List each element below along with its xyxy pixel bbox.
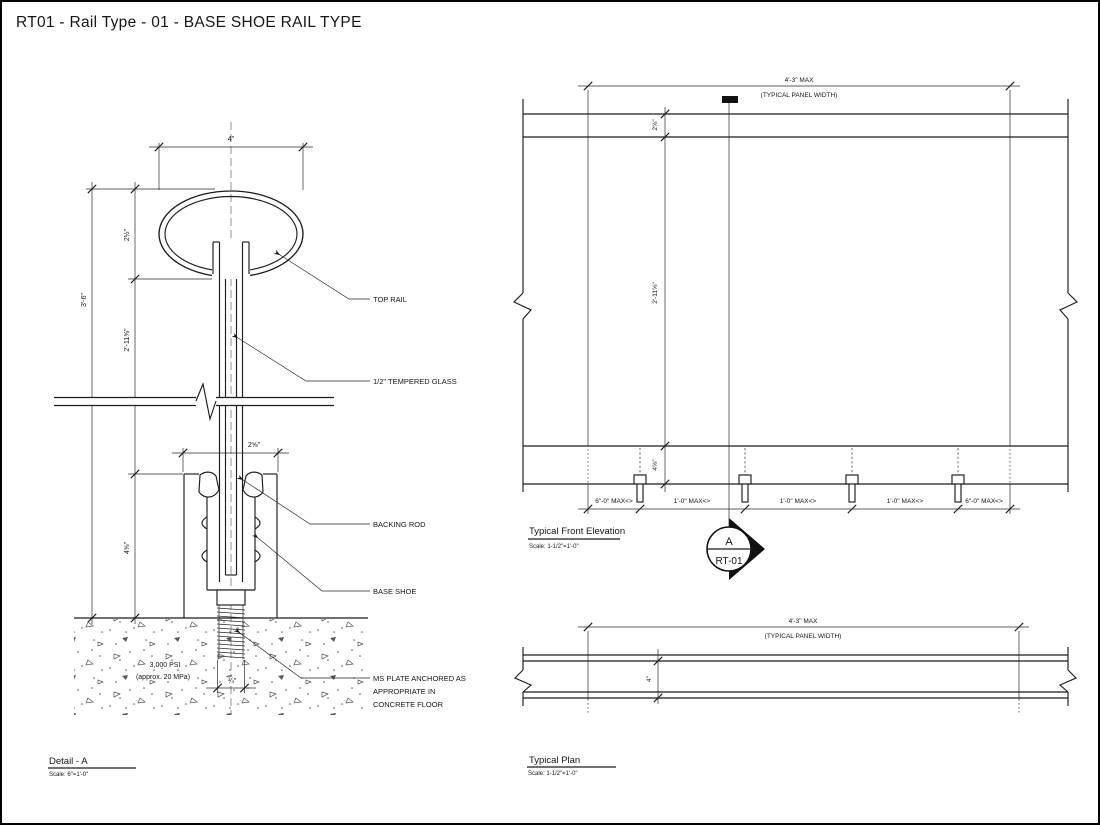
detail-leaders bbox=[231, 249, 370, 679]
elevation-scale: Scale: 1-1/2"=1'-0" bbox=[529, 544, 579, 550]
sheet-title: RT01 - Rail Type - 01 - BASE SHOE RAIL T… bbox=[16, 14, 362, 31]
callout-detail-letter: A bbox=[725, 536, 733, 548]
concrete-note-line2: (approx. 20 MPa) bbox=[136, 674, 190, 681]
shoe-rib bbox=[254, 549, 261, 563]
plan-break-lines bbox=[513, 647, 1078, 706]
label-backing-rod: BACKING ROD bbox=[373, 520, 426, 529]
label-ms-plate-3: CONCRETE FLOOR bbox=[373, 700, 444, 709]
plan-scale: Scale: 1-1/2"=1'-0" bbox=[528, 771, 578, 777]
elevation-caption: Typical Front Elevation bbox=[529, 526, 625, 537]
plan-view: 4'-3" MAX (TYPICAL PANEL WIDTH) 4" Typic… bbox=[513, 618, 1078, 777]
detail-scale: Scale: 6"=1'-0" bbox=[49, 772, 88, 778]
dim-text-rail-height: 2½" bbox=[123, 228, 131, 241]
detail-caption: Detail - A bbox=[49, 756, 88, 767]
dim-text-overall-height: 3'-6" bbox=[81, 293, 88, 307]
dim-text-rail-width: 4" bbox=[228, 136, 235, 143]
shoe-rib bbox=[201, 549, 208, 563]
concrete-hatch bbox=[74, 619, 368, 715]
elevation-height-dims: 2⅝" 2'-11⅝" 4⅝" bbox=[652, 107, 670, 492]
dim-panel-width: 4'-3" MAX (TYPICAL PANEL WIDTH) bbox=[578, 77, 1020, 99]
shoe-rib bbox=[254, 516, 261, 530]
dim-text-anchor-width: ¾" bbox=[228, 678, 237, 685]
dim-text-shoe-height: 4⅝" bbox=[124, 541, 131, 554]
label-top-rail: TOP RAIL bbox=[373, 295, 407, 304]
rail-bands bbox=[523, 113, 1068, 485]
spacing-label-4: 6"-0" MAX<> bbox=[965, 498, 1003, 505]
top-rail-section bbox=[158, 190, 304, 280]
elevation-anchor-bolts bbox=[633, 448, 965, 503]
plan-dim-panel-width: 4'-3" MAX (TYPICAL PANEL WIDTH) bbox=[578, 618, 1029, 640]
front-elevation-view: 4'-3" MAX (TYPICAL PANEL WIDTH) 2⅝" 2'-1… bbox=[513, 77, 1078, 580]
dim-text-glass-height: 2'-11⅝" bbox=[124, 328, 131, 352]
dim-text-panel-width-note: (TYPICAL PANEL WIDTH) bbox=[761, 92, 838, 99]
callout-sheet-ref: RT-01 bbox=[715, 556, 742, 567]
backing-rod-left bbox=[198, 471, 220, 498]
section-callout: A RT-01 bbox=[706, 96, 765, 580]
spacing-label-2: 1'-0" MAX<> bbox=[780, 498, 817, 505]
elevation-break-lines bbox=[513, 99, 1078, 492]
dim-anchor-width: ¾" bbox=[206, 660, 256, 693]
plan-dim-rail-depth: 4" bbox=[646, 649, 663, 704]
plan-panel-edges bbox=[587, 631, 1020, 715]
dim-rail-width: 4" bbox=[149, 136, 313, 190]
spacing-label-1: 1'-0" MAX<> bbox=[674, 498, 711, 505]
shoe-rib bbox=[201, 516, 208, 530]
anchor-spacing-dims: 6"-0" MAX<> 1'-0" MAX<> 1'-0" MAX<> 1'-0… bbox=[578, 498, 1020, 514]
dim-text-elev-glass: 2'-11⅝" bbox=[652, 282, 659, 304]
dim-shoe-width: 2⅝" bbox=[172, 442, 289, 472]
plan-rail-lines bbox=[523, 654, 1068, 699]
concrete-note-line1: 3,000 PSI bbox=[150, 662, 181, 669]
spacing-label-0: 6"-0" MAX<> bbox=[595, 498, 633, 505]
section-flag bbox=[722, 96, 738, 103]
plan-dim-text-panel-width-note: (TYPICAL PANEL WIDTH) bbox=[765, 633, 842, 640]
dim-text-elev-shoe: 4⅝" bbox=[652, 459, 659, 471]
dim-text-panel-width: 4'-3" MAX bbox=[785, 77, 814, 84]
detail-break-line bbox=[54, 382, 334, 422]
detail-a-view: 4" 2½" 2'-11⅝" 4⅝" 3'-6" bbox=[48, 122, 466, 778]
glass-lines-lower bbox=[218, 406, 244, 582]
label-tempered-glass: 1/2" TEMPERED GLASS bbox=[373, 377, 457, 386]
dim-text-elev-rail: 2⅝" bbox=[652, 119, 659, 131]
label-ms-plate-2: APPROPRIATE IN bbox=[373, 687, 435, 696]
dim-text-shoe-width: 2⅝" bbox=[248, 442, 261, 449]
spacing-label-3: 1'-0" MAX<> bbox=[887, 498, 924, 505]
label-ms-plate-1: MS PLATE ANCHORED AS bbox=[373, 674, 466, 683]
backing-rod-right bbox=[242, 471, 264, 498]
plan-dim-text-rail-depth: 4" bbox=[646, 675, 653, 682]
plan-dim-text-panel-width: 4'-3" MAX bbox=[789, 618, 818, 625]
plan-caption: Typical Plan bbox=[529, 755, 580, 766]
label-base-shoe: BASE SHOE bbox=[373, 587, 416, 596]
